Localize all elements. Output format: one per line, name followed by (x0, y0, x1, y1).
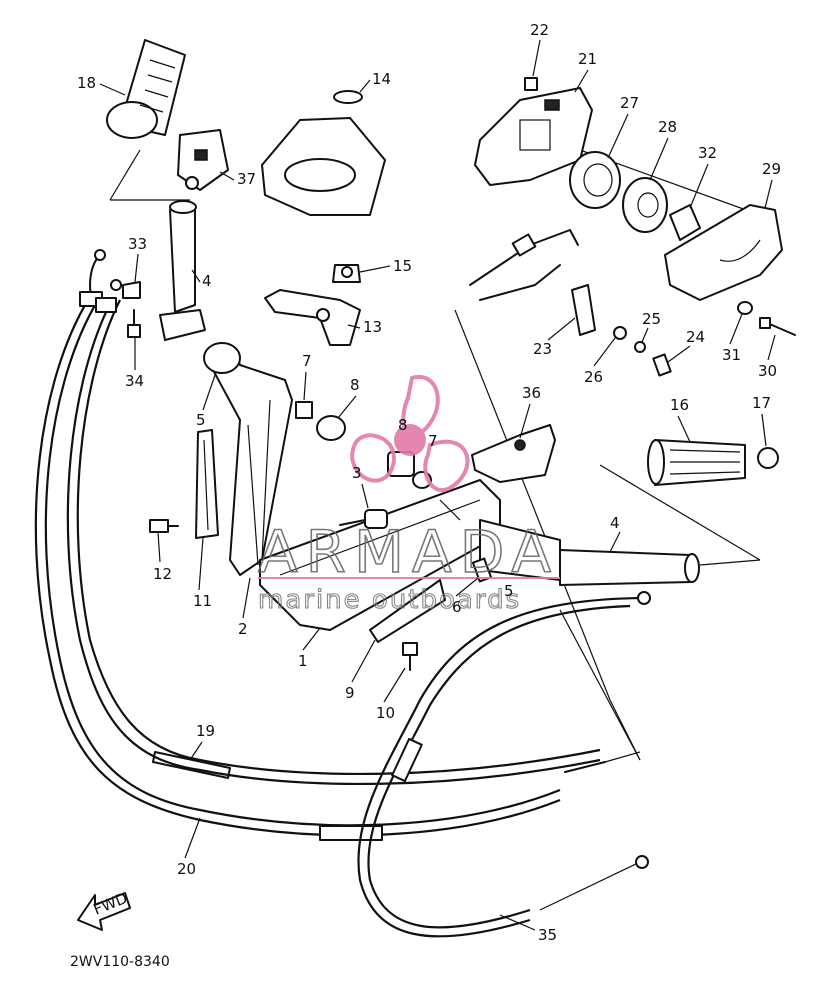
label-32: 32 (698, 144, 717, 162)
label-18: 18 (77, 74, 96, 92)
label-11: 11 (193, 592, 212, 610)
bolt-3 (339, 509, 388, 529)
cover-29 (664, 204, 783, 301)
cable-19 (66, 299, 641, 786)
label-31: 31 (722, 346, 741, 364)
throttle-grip-16 (647, 439, 746, 486)
holder-36 (471, 424, 556, 483)
label-leaders (99, 39, 776, 931)
cable-20 (34, 299, 561, 841)
label-5-right: 5 (504, 582, 514, 600)
screw-30 (759, 317, 796, 336)
label-14: 14 (372, 70, 391, 88)
plate-9 (369, 579, 446, 643)
label-25: 25 (642, 310, 661, 328)
label-8-left: 8 (350, 376, 360, 394)
handlebar-right-4 (479, 519, 700, 586)
label-23: 23 (533, 340, 552, 358)
watermark-tagline: marine outboards (258, 585, 521, 615)
label-16: 16 (670, 396, 689, 414)
cover-14 (261, 90, 386, 216)
fwd-arrow-icon: FWD (77, 889, 131, 931)
label-34: 34 (125, 372, 144, 390)
handlebar-center-1 (259, 479, 501, 631)
washer-26 (613, 326, 627, 340)
bracket-2 (203, 342, 293, 576)
label-19: 19 (196, 722, 215, 740)
label-30: 30 (758, 362, 777, 380)
switch-housing-37 (177, 129, 229, 191)
label-13: 13 (363, 318, 382, 336)
label-4-left: 4 (202, 272, 212, 290)
guide-27 (569, 151, 621, 209)
label-21: 21 (578, 50, 597, 68)
label-8-right: 8 (398, 416, 408, 434)
cable-throttle-upper (469, 229, 579, 301)
grip-end-17 (757, 447, 779, 469)
label-37: 37 (237, 170, 256, 188)
label-12: 12 (153, 565, 172, 583)
label-29: 29 (762, 160, 781, 178)
label-17: 17 (752, 394, 771, 412)
holder-13 (264, 289, 361, 346)
cable-35 (357, 591, 651, 938)
nut-15 (332, 264, 361, 283)
watermark-brand: ARMADA (258, 518, 559, 586)
label-36: 36 (522, 384, 541, 402)
label-10: 10 (376, 704, 395, 722)
label-33: 33 (128, 235, 147, 253)
propeller-icon (350, 374, 470, 492)
label-28: 28 (658, 118, 677, 136)
bolt-6 (471, 557, 493, 583)
label-5-left: 5 (196, 411, 206, 429)
label-1: 1 (298, 652, 308, 670)
bushing-8-left (316, 415, 346, 441)
label-7-left: 7 (302, 352, 312, 370)
cable-end-upper-left (79, 249, 122, 313)
bolt-10 (402, 642, 418, 671)
label-9: 9 (345, 684, 355, 702)
screw-22 (524, 77, 538, 91)
label-35: 35 (538, 926, 557, 944)
holder-23 (571, 284, 596, 336)
clip-33 (122, 281, 141, 299)
handlebar-left-4 (159, 200, 206, 341)
label-7-right: 7 (428, 432, 438, 450)
label-15: 15 (393, 257, 412, 275)
label-22: 22 (530, 21, 549, 39)
label-20: 20 (177, 860, 196, 878)
collar-28 (622, 177, 668, 233)
bolt-34 (127, 309, 141, 338)
part-labels: 18 37 14 22 21 27 28 32 29 33 4 15 13 34… (77, 21, 781, 944)
diagram-code: 2WV110-8340 (70, 954, 170, 970)
grip-18 (106, 39, 186, 139)
plate-11 (195, 429, 219, 539)
label-24: 24 (686, 328, 705, 346)
bolt-12 (149, 519, 179, 533)
label-4-right: 4 (610, 514, 620, 532)
washer-31 (737, 301, 753, 315)
nut-7-left (295, 401, 313, 419)
screw-24 (652, 353, 672, 377)
label-3: 3 (352, 464, 362, 482)
watermark-logo: ARMADA marine outboards (257, 374, 560, 616)
washer-25 (634, 341, 646, 353)
label-27: 27 (620, 94, 639, 112)
label-26: 26 (584, 368, 603, 386)
label-2: 2 (238, 620, 248, 638)
label-6: 6 (452, 598, 462, 616)
spring-32 (669, 204, 701, 241)
